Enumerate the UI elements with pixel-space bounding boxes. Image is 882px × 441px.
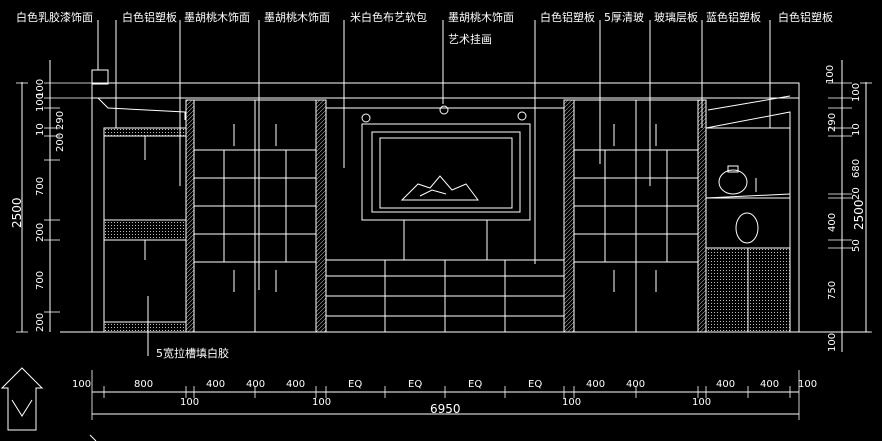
callout-walnut-veneer-2: 墨胡桃木饰面 <box>264 11 330 24</box>
callout-fabric-panel: 米白色布艺软包 <box>350 11 427 24</box>
right-dim-1: 100 <box>825 64 836 84</box>
bottom-dim-12: 400 <box>716 379 736 390</box>
left-dim-6: 700 <box>35 176 46 196</box>
bottom-dim-3: 400 <box>206 379 226 390</box>
callout-glass-shelf: 玻璃层板 <box>654 11 698 24</box>
bottom-dim-5: 400 <box>286 379 306 390</box>
left-dim-8: 700 <box>35 270 46 290</box>
callout-walnut-veneer-3: 墨胡桃木饰面 <box>448 11 514 24</box>
right-total-height: 2500 <box>852 199 866 230</box>
left-shelf-band <box>103 219 187 241</box>
bottom-dim-9: EQ <box>528 379 543 390</box>
bottom-dim-8: EQ <box>468 379 483 390</box>
callout-clear-glass: 5厚清玻 <box>604 11 644 24</box>
vase-upper <box>718 169 748 195</box>
bottom-dim-11: 400 <box>626 379 646 390</box>
left-dim-4: 10 <box>35 123 46 136</box>
bottom-dim-13: 400 <box>760 379 780 390</box>
callout-white-aluminum-panel-3: 白色铝塑板 <box>778 11 833 24</box>
bottom-dim-6: EQ <box>348 379 363 390</box>
left-total-height: 2500 <box>10 197 24 228</box>
left-dim-7: 200 <box>35 222 46 242</box>
bottom-dim-7: EQ <box>408 379 423 390</box>
bottom-total-width: 6950 <box>430 402 461 416</box>
callout-blue-aluminum-panel: 蓝色铝塑板 <box>706 11 761 24</box>
right-dim-7: 400 <box>827 212 838 232</box>
bottom-dim-row2-2: 100 <box>312 397 332 408</box>
right-dim-8: 50 <box>851 239 862 252</box>
bottom-dim-14: 100 <box>798 379 818 390</box>
callout-art-painting: 艺术挂画 <box>448 33 492 46</box>
vase-lower <box>735 212 759 244</box>
callout-latex-paint: 白色乳胶漆饰面 <box>16 11 93 24</box>
bottom-dim-row2-3: 100 <box>562 397 582 408</box>
bottom-dim-2: 800 <box>134 379 154 390</box>
callout-walnut-veneer-1: 墨胡桃木饰面 <box>184 11 250 24</box>
right-dim-2: 100 <box>851 82 862 102</box>
right-dim-6: 20 <box>851 187 862 200</box>
callout-white-aluminum-panel-2: 白色铝塑板 <box>540 11 595 24</box>
left-dim-9: 200 <box>35 312 46 332</box>
right-dim-5: 680 <box>851 158 862 178</box>
bottom-dim-10: 400 <box>586 379 606 390</box>
right-dim-9: 750 <box>827 280 838 300</box>
left-dim-3: 290 <box>55 110 66 130</box>
right-dim-10: 100 <box>827 332 838 352</box>
left-dim-5: 200 <box>55 132 66 152</box>
callout-groove-filler: 5宽拉槽填白胶 <box>156 347 229 360</box>
bottom-dim-row2-1: 100 <box>180 397 200 408</box>
bottom-dim-1: 100 <box>72 379 92 390</box>
left-dim-2: 100 <box>35 92 46 112</box>
left-pilaster <box>185 99 195 333</box>
right-dim-3: 290 <box>827 112 838 132</box>
bottom-dim-row2-4: 100 <box>692 397 712 408</box>
callout-white-aluminum-panel: 白色铝塑板 <box>122 11 177 24</box>
bottom-dim-4: 400 <box>246 379 266 390</box>
right-dim-4: 10 <box>851 123 862 136</box>
direction-arrow <box>0 367 44 431</box>
art-painting <box>361 123 531 221</box>
